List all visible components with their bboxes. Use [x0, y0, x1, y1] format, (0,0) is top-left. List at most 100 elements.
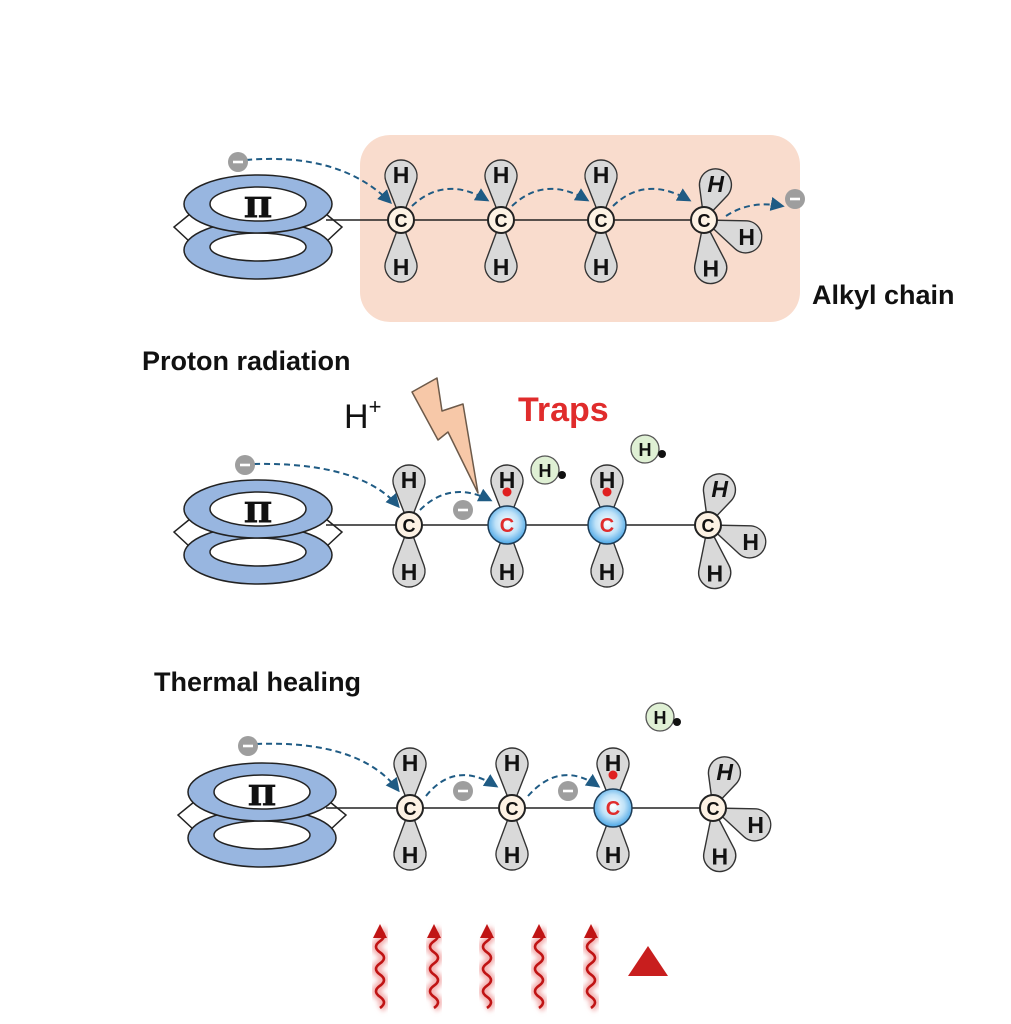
hydrogen-atom: H	[493, 162, 510, 188]
traps-label: Traps	[518, 391, 609, 429]
trap-carbon-atom	[593, 788, 633, 828]
trap-carbon-atom	[487, 505, 527, 545]
carbon-atom	[387, 206, 415, 234]
carbon-label: C	[500, 515, 514, 537]
carbon-label: C	[606, 798, 620, 820]
radical-dot	[673, 718, 681, 726]
h-orbital-lobe	[384, 159, 418, 221]
hydrogen-atom: H	[738, 224, 755, 250]
h-orbital-lobe	[484, 219, 518, 283]
radical-dot	[658, 450, 666, 458]
carbon-atom	[690, 206, 718, 234]
h-orbital-lobe	[697, 524, 732, 590]
electron-hop-arrow	[612, 187, 692, 207]
h-plus-label: H+	[344, 394, 381, 436]
hydrogen-atom: H	[401, 559, 418, 585]
h-orbital-lobe	[393, 807, 427, 871]
hydrogen-atom: H	[401, 467, 418, 493]
h-plus-symbol: H	[344, 398, 369, 436]
h-plus-charge: +	[369, 394, 382, 419]
electron-hop-arrow	[245, 157, 392, 204]
heat-wave-icon	[374, 928, 386, 1010]
carbon-label: C	[600, 515, 614, 537]
electron-minus	[240, 463, 250, 467]
radical-dot	[558, 471, 566, 479]
h-orbital-lobe	[596, 807, 630, 871]
hydrogen-label: H	[539, 461, 552, 481]
proton-lightning-icon	[411, 377, 479, 494]
carbon-label: C	[495, 211, 508, 231]
carbon-atom	[699, 794, 727, 822]
carbon-atom	[395, 511, 423, 539]
hydrogen-label: H	[639, 440, 652, 460]
h-orbital-lobe	[393, 747, 427, 809]
pi-symbol: π	[247, 769, 276, 816]
proton-radiation-label: Proton radiation	[142, 346, 351, 376]
hydrogen-atom: H	[499, 559, 516, 585]
h-orbital-lobe	[484, 159, 518, 221]
carbon-label: C	[698, 211, 711, 231]
h-orbital-lobe	[392, 524, 426, 588]
carbon-label: C	[707, 799, 720, 819]
pi-symbol: π	[243, 181, 272, 228]
free-hydrogen-atom	[630, 434, 660, 464]
heat-triangle-icon	[628, 946, 668, 976]
heat-arrowhead	[532, 924, 546, 938]
h-orbital-lobe	[702, 807, 737, 873]
hydrogen-atom: H	[504, 842, 521, 868]
hydrogen-atom: H	[593, 162, 610, 188]
pi-symbol: π	[243, 486, 272, 533]
carbon-atom	[498, 794, 526, 822]
carbon-atom	[587, 206, 615, 234]
trap-carbon-atom	[587, 505, 627, 545]
hydrogen-atom: H	[599, 467, 616, 493]
carbon-label: C	[395, 211, 408, 231]
hydrogen-atom: H	[493, 254, 510, 280]
electron-hop-arrow	[511, 187, 590, 207]
hydrogen-atom: H	[707, 561, 724, 587]
electron-minus	[563, 789, 573, 793]
heat-waves	[371, 924, 600, 1012]
pi-stack: π	[172, 174, 344, 280]
heat-wave-icon	[481, 928, 493, 1010]
carbon-label: C	[702, 516, 715, 536]
carbon-atom	[694, 511, 722, 539]
h-orbital-lobe	[584, 219, 618, 283]
free-hydrogen-atom	[530, 455, 560, 485]
h-orbital-lobe	[495, 747, 529, 809]
electron-hop-arrow	[255, 742, 400, 793]
hydrogen-atom: H	[593, 254, 610, 280]
hydrogen-atom: H	[703, 256, 720, 282]
radical-dot	[608, 770, 618, 780]
hydrogen-atom: H	[742, 529, 759, 555]
carbon-label: C	[403, 516, 416, 536]
thermal-healing-label: Thermal healing	[154, 667, 361, 697]
electron-minus	[233, 160, 243, 164]
heat-wave-icon	[585, 928, 597, 1010]
electron-hop-arrow	[725, 197, 785, 217]
electron-minus	[790, 197, 800, 201]
heat-wave-icon	[533, 928, 545, 1010]
carbon-label: C	[404, 799, 417, 819]
h-orbital-lobe	[392, 464, 426, 526]
heat-arrowhead	[427, 924, 441, 938]
h-orbital-lobe	[590, 524, 624, 588]
radical-dot	[502, 487, 512, 497]
heat-arrowhead	[584, 924, 598, 938]
h-orbital-lobe	[707, 524, 767, 559]
h-orbital-lobe	[703, 219, 763, 254]
heat-wave-icon	[428, 928, 440, 1010]
electron-minus	[243, 744, 253, 748]
free-hydrogen-atom	[645, 702, 675, 732]
radical-dot	[602, 487, 612, 497]
carbon-atom	[396, 794, 424, 822]
hydrogen-atom: H	[712, 844, 729, 870]
electron-minus	[458, 789, 468, 793]
hydrogen-atom: H	[402, 750, 419, 776]
electron-hop-arrow	[253, 462, 400, 509]
hydrogen-atom: H	[711, 476, 728, 502]
